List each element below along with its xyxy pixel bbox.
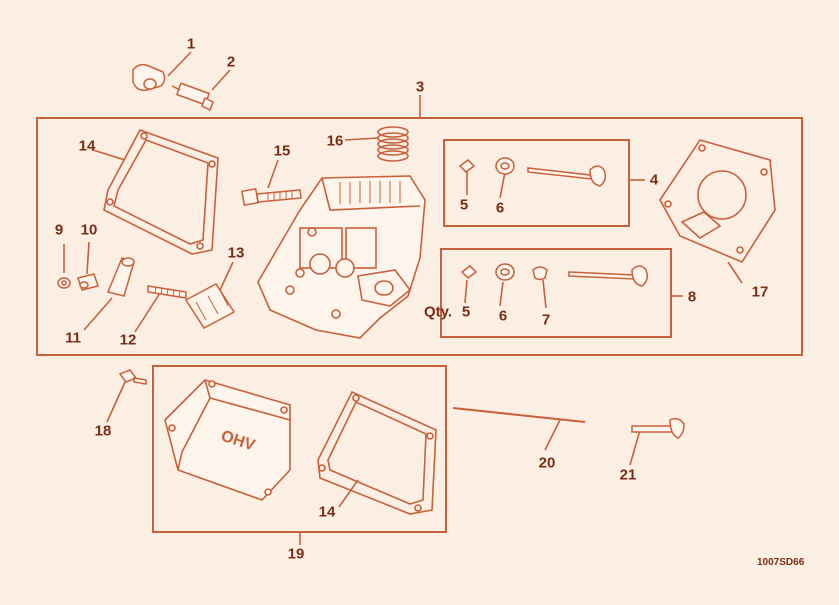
part-label-11: 11 [65,329,81,347]
head-gasket-part [659,139,776,263]
part-label-14b: 14 [318,503,336,521]
part-label-15: 15 [273,142,291,160]
spark-plug-cap-part [132,63,166,92]
intake-valve-group-box [443,139,630,227]
exhaust-valve-assembly-part [460,263,649,287]
tappet-part [631,417,685,439]
rocker-nut-part [57,277,71,289]
part-label-5a: 5 [459,196,469,214]
part-label-1: 1 [186,35,196,53]
head-bolt-part [241,188,302,206]
part-label-6b: 6 [498,307,508,325]
part-label-13: 13 [227,244,245,262]
part-label-2: 2 [226,53,236,71]
figure-code: 1007SD66 [757,557,805,568]
part-label-17: 17 [751,283,769,301]
rocker-stud-part [147,285,187,299]
rocker-cover-part [164,379,291,501]
part-label-18: 18 [94,422,112,440]
spark-plug-part [171,82,214,112]
rocker-cover-gasket-part [103,129,219,255]
push-rod-guide-plate-part [184,283,236,329]
part-label-7: 7 [541,311,551,329]
qty-label: Qty. [423,303,453,321]
part-label-20: 20 [538,454,556,472]
part-label-4: 4 [649,171,659,189]
push-rod-part [452,407,586,423]
rocker-arm-part [106,257,135,297]
valve-spring-part [377,126,409,162]
intake-valve-assembly-part [458,157,607,187]
part-label-12: 12 [119,331,137,349]
leader-lines [63,51,743,545]
breather-screw-part [118,369,147,385]
cylinder-head-part [257,175,426,339]
part-label-19: 19 [287,545,305,563]
part-label-6a: 6 [495,199,505,217]
part-label-3: 3 [415,78,425,96]
rocker-pivot-part [77,273,99,291]
exhaust-valve-group-box [440,248,672,338]
part-label-21: 21 [619,466,637,484]
part-label-16: 16 [326,132,344,150]
part-label-5b: 5 [461,303,471,321]
part-label-10: 10 [80,221,98,239]
part-label-14a: 14 [78,137,96,155]
rocker-cover-gasket-lower-part [317,390,437,515]
part-label-9: 9 [54,221,64,239]
part-label-8: 8 [687,288,697,306]
